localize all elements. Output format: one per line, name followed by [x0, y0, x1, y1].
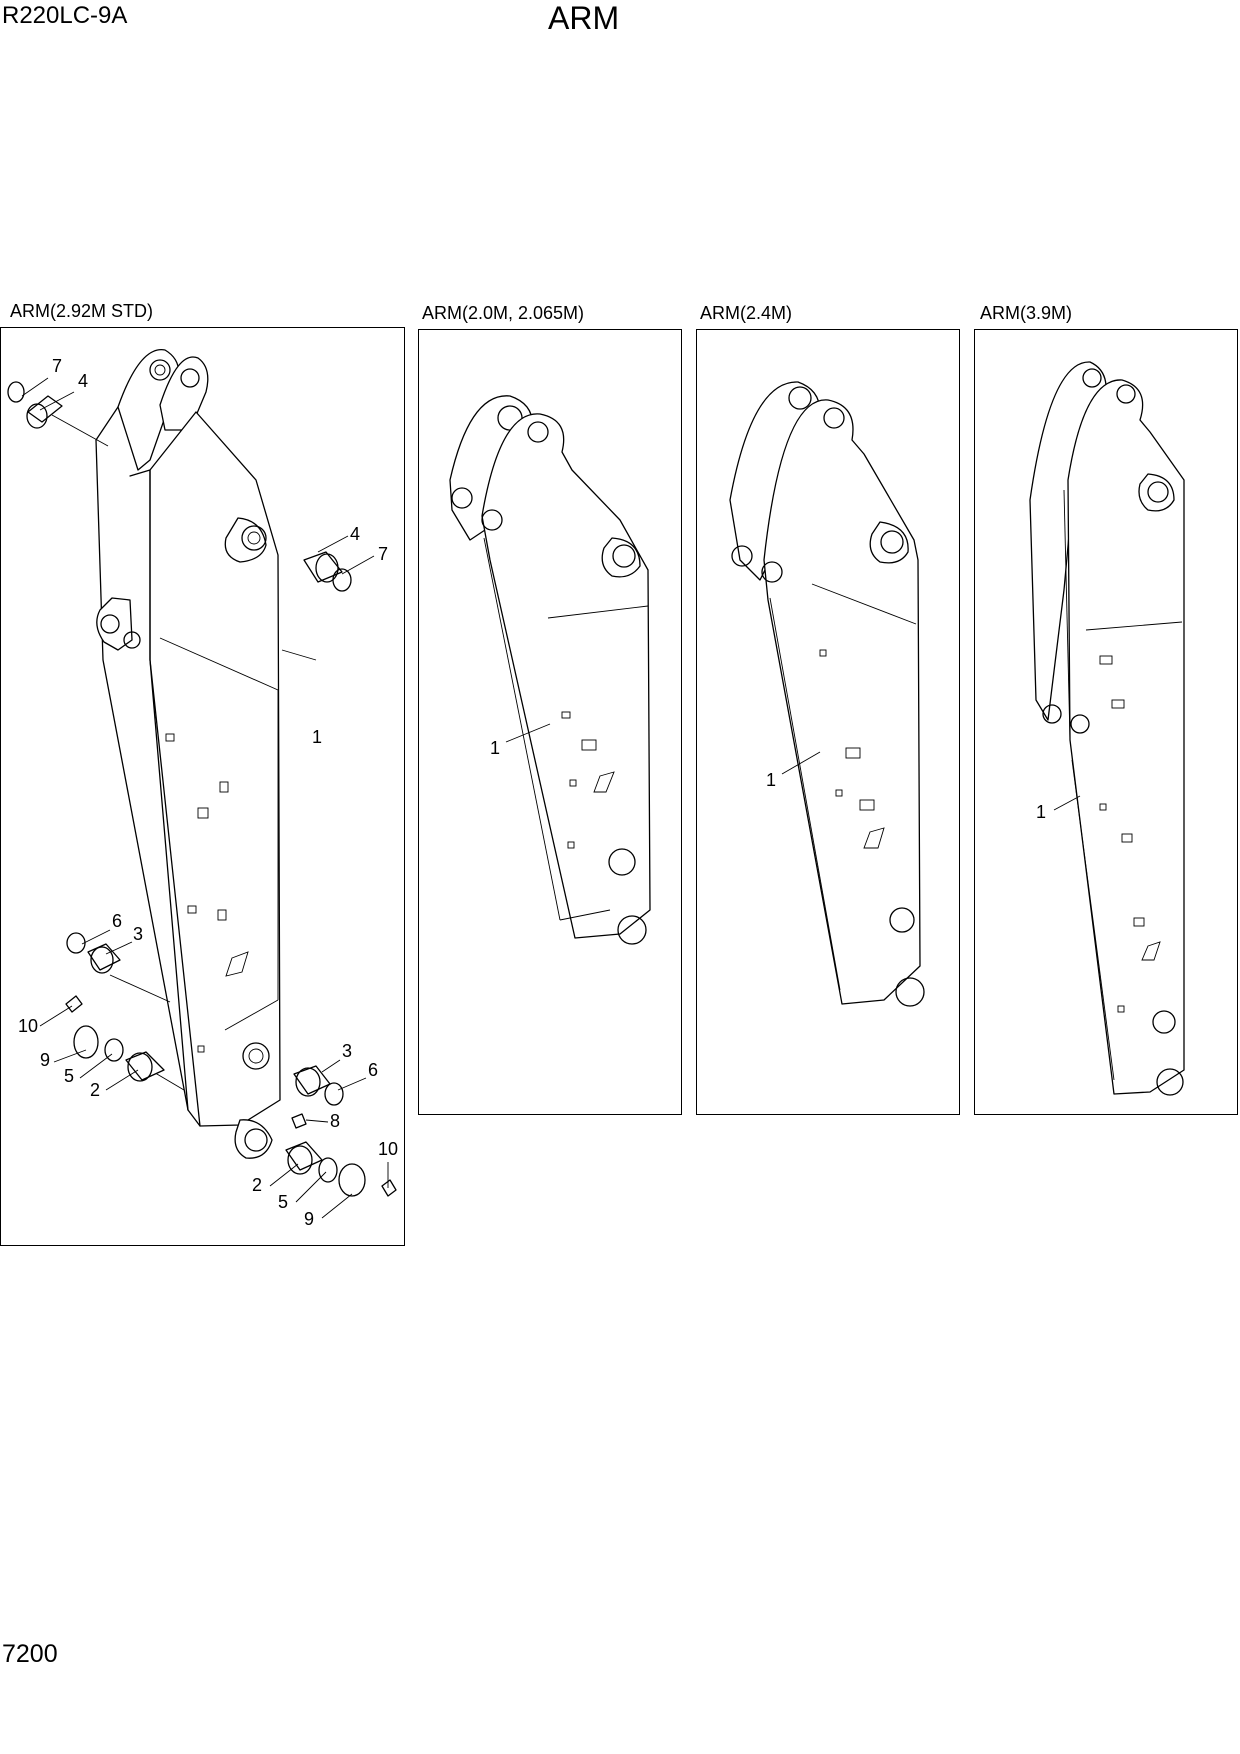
panel-label-2-0m: ARM(2.0M, 2.065M)	[422, 303, 585, 323]
callout-5-left: 5	[64, 1066, 74, 1086]
panel-label-2-4m: ARM(2.4M)	[700, 303, 793, 323]
callout-1-3-9m: 1	[1036, 802, 1046, 822]
page-number: 7200	[2, 1640, 58, 1668]
std-callouts: 7 4 4 7 1 6 3 10 9 5 2 3 6 8 10 2 5 9	[18, 356, 398, 1229]
callout-9-right: 9	[304, 1209, 314, 1229]
callout-4-right: 4	[350, 524, 360, 544]
callout-1-std: 1	[312, 727, 322, 747]
panel-label-3-9m: ARM(3.9M)	[980, 303, 1073, 323]
callout-4-top: 4	[78, 371, 88, 391]
callout-10-left: 10	[18, 1016, 38, 1036]
callout-10-right: 10	[378, 1139, 398, 1159]
panel-label-std: ARM(2.92M STD)	[10, 301, 154, 321]
callout-6-left: 6	[112, 911, 122, 931]
page-title: ARM	[548, 0, 620, 36]
callout-2-right: 2	[252, 1175, 262, 1195]
callout-7-top: 7	[52, 356, 62, 376]
callout-3-right: 3	[342, 1041, 352, 1061]
model-code: R220LC-9A	[2, 2, 128, 29]
callout-3-left: 3	[133, 924, 143, 944]
callout-1-2-0m: 1	[490, 738, 500, 758]
callout-9-left: 9	[40, 1050, 50, 1070]
arm-2-0m-illustration: 1	[449, 395, 651, 945]
callout-7-right: 7	[378, 544, 388, 564]
panel-arm-2-4m	[696, 329, 960, 1115]
callout-2-left: 2	[90, 1080, 100, 1100]
arm-std-illustration	[51, 349, 317, 1159]
panel-arm-2-0m	[418, 329, 682, 1115]
callout-8: 8	[330, 1111, 340, 1131]
panel-arm-2-92m-std	[0, 327, 405, 1246]
panel-arm-3-9m	[974, 329, 1238, 1115]
arm-3-9m-illustration: 1	[1029, 361, 1185, 1096]
arm-2-4m-illustration: 1	[729, 381, 925, 1007]
callout-5-right: 5	[278, 1192, 288, 1212]
callout-6-right: 6	[368, 1060, 378, 1080]
snap-ring-7-top	[7, 381, 25, 403]
callout-1-2-4m: 1	[766, 770, 776, 790]
